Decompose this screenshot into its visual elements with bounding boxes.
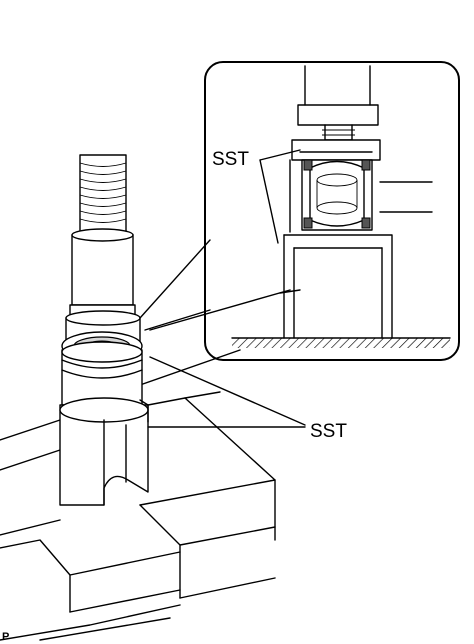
detail-callout-pointer xyxy=(139,239,211,331)
sst-leader-lines xyxy=(147,149,306,428)
sst-label-lower: SST xyxy=(310,421,347,442)
workpiece-housing xyxy=(61,341,143,406)
sst-label-upper: SST xyxy=(212,149,249,170)
corner-mark: P xyxy=(2,631,9,643)
detail-inset xyxy=(204,61,460,361)
press-ram xyxy=(69,154,136,319)
press-bed xyxy=(0,289,301,641)
lower-sst-tool xyxy=(59,397,149,506)
